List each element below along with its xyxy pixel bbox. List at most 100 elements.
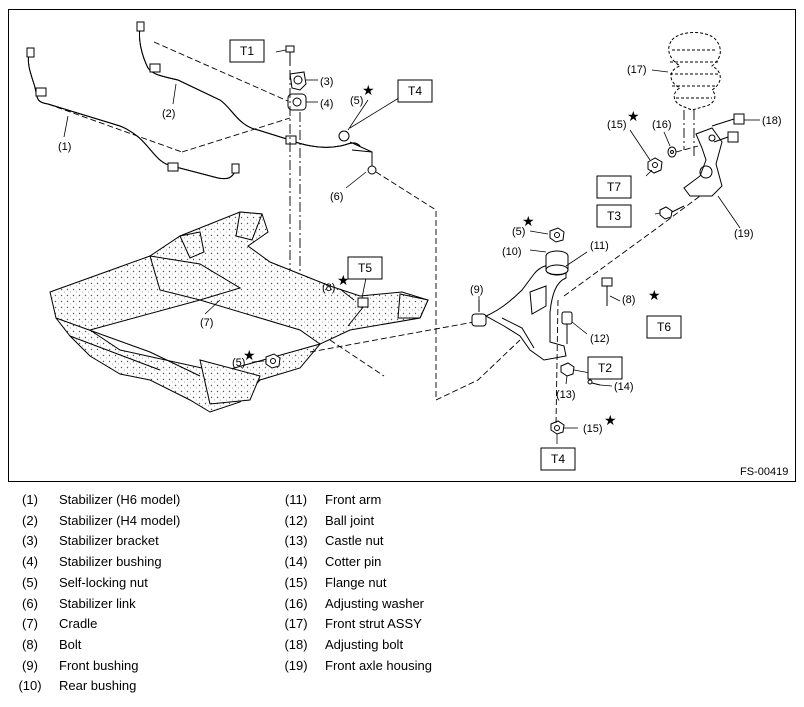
legend-item-number: (18) [284, 636, 308, 652]
cradle-bolt [347, 297, 369, 327]
legend-item-number: (9) [22, 657, 38, 673]
label-15: (15) [607, 119, 627, 131]
legend-item-number: (17) [284, 616, 308, 632]
legend-item-name: Self-locking nut [59, 574, 148, 590]
label-11: (11) [590, 240, 609, 252]
part-labels: (1) (2) (3) (4) (5) (6) (7) (8) (9) (10)… [58, 64, 782, 435]
torque-box-t6: T6 [657, 320, 671, 334]
legend-item-number: (14) [284, 554, 308, 570]
legend-item-number: (7) [22, 616, 38, 632]
label-12: (12) [590, 333, 610, 345]
guide-line [153, 41, 291, 103]
leader-line [63, 115, 69, 138]
legend-item-number: (2) [22, 512, 38, 528]
legend-item-name: Stabilizer bracket [59, 533, 159, 549]
legend-item-name: Ball joint [325, 512, 375, 528]
figure-code: FS-00419 [740, 466, 788, 478]
leader-line [645, 169, 653, 177]
leader-line [349, 95, 403, 129]
stabilizer-h6 [26, 47, 240, 180]
legend-item-number: (15) [284, 574, 308, 590]
guide-line [555, 299, 559, 425]
legend-item-number: (12) [284, 512, 308, 528]
label-16: (16) [652, 119, 672, 131]
star-icon: ★ [627, 108, 640, 124]
legend-item-name: Front axle housing [325, 657, 432, 673]
label-13: (13) [556, 389, 576, 401]
torque-box-t4-bottom: T4 [551, 452, 565, 466]
label-5-cradle: (5) [232, 357, 245, 369]
star-icon: ★ [522, 213, 535, 229]
diagram-frame [8, 9, 796, 482]
leader-line [361, 277, 367, 299]
parts-legend: (1)Stabilizer (H6 model)(2)Stabilizer (H… [0, 492, 804, 702]
legend-item-name: Cradle [59, 616, 98, 632]
rear-bushing [545, 250, 569, 276]
exploded-view-diagram: (1) (2) (3) (4) (5) (6) (7) (8) (9) (10)… [26, 21, 788, 478]
torque-box-t2: T2 [598, 361, 612, 375]
leader-line [204, 299, 221, 315]
leader-line [275, 49, 287, 53]
guide-line [563, 195, 701, 297]
bushing-nut [549, 227, 565, 243]
legend-item-name: Stabilizer bushing [59, 554, 162, 570]
label-3: (3) [320, 76, 333, 88]
torque-box-t7: T7 [607, 180, 621, 194]
legend-item-name: Cotter pin [325, 554, 382, 570]
cradle-nut [265, 353, 281, 369]
stabilizer-link [338, 130, 377, 175]
leader-line [565, 251, 588, 267]
guide-line [329, 339, 385, 377]
label-14: (14) [614, 381, 634, 393]
label-5: (5) [350, 95, 363, 107]
leader-line [654, 212, 661, 215]
star-icon: ★ [648, 287, 661, 303]
label-7: (7) [200, 317, 213, 329]
label-2: (2) [162, 108, 175, 120]
legend-item-name: Bolt [59, 636, 82, 652]
stabilizer-h4 [136, 21, 361, 148]
leader-line [571, 321, 588, 335]
stabilizer-bracket [289, 71, 307, 91]
leader-line [629, 129, 651, 161]
label-5-arm: (5) [512, 226, 525, 238]
label-10: (10) [502, 246, 522, 258]
legend-item-name: Castle nut [325, 533, 384, 549]
label-4: (4) [320, 98, 333, 110]
legend-item-number: (5) [22, 574, 38, 590]
leader-line [651, 69, 669, 73]
legend-item-number: (3) [22, 533, 38, 549]
label-8: (8) [322, 282, 335, 294]
legend-item-name: Rear bushing [59, 678, 137, 694]
leader-line [529, 249, 547, 253]
legend-item-number: (19) [284, 657, 308, 673]
stabilizer-bushing [287, 93, 307, 111]
label-19: (19) [734, 228, 754, 240]
label-9: (9) [470, 284, 483, 296]
leader-line [529, 230, 549, 235]
legend-item-name: Adjusting washer [325, 595, 424, 611]
legend-item-number: (6) [22, 595, 38, 611]
legend-item-name: Adjusting bolt [325, 636, 404, 652]
bracket-bolt [285, 45, 295, 66]
label-15-bottom: (15) [583, 423, 603, 435]
torque-box-t5: T5 [358, 261, 372, 275]
ball-joint [561, 311, 573, 344]
star-icon: ★ [362, 82, 375, 98]
guide-line [47, 103, 183, 153]
legend-item-name: Front bushing [59, 657, 139, 673]
leader-line [345, 171, 367, 189]
legend-item-number: (4) [22, 554, 38, 570]
legend-item-number: (16) [284, 595, 308, 611]
leader-line [251, 360, 265, 363]
leader-line [717, 195, 741, 229]
legend-item-name: Flange nut [325, 574, 387, 590]
star-icon: ★ [337, 272, 350, 288]
guide-line [675, 145, 699, 153]
star-icon: ★ [243, 347, 256, 363]
legend-item-number: (13) [284, 533, 308, 549]
legend-item-name: Front strut ASSY [325, 616, 422, 632]
cradle [49, 211, 429, 413]
leader-line [347, 99, 369, 131]
torque-box-t3: T3 [607, 209, 621, 223]
